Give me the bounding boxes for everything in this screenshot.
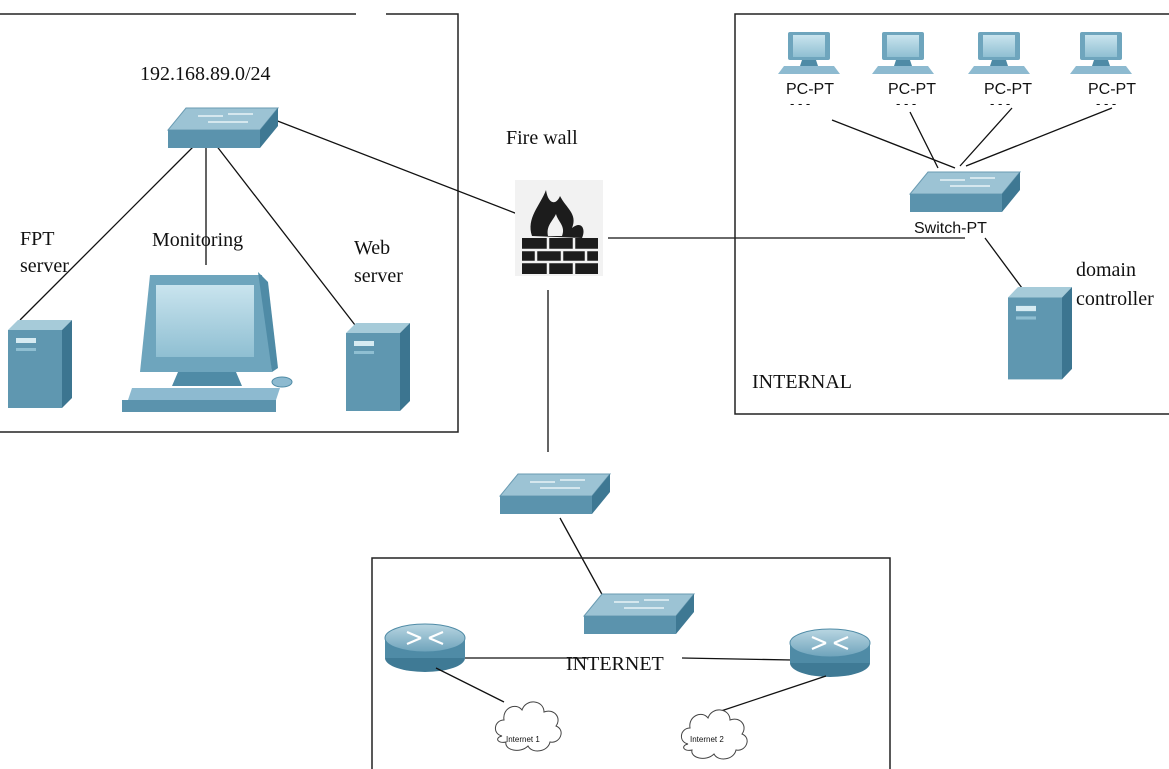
internal-pc-2-label: PC-PT <box>888 81 936 98</box>
link-switch-dc <box>984 237 1023 289</box>
web-server-icon[interactable] <box>346 323 410 411</box>
internal-switch-label: Switch-PT <box>914 220 987 237</box>
internal-pc-4-sublabel: - - - <box>1096 96 1116 111</box>
link-switch-router-right <box>681 657 793 661</box>
firewall-label: Fire wall <box>506 127 578 149</box>
internet-zone-label: INTERNET <box>566 653 664 675</box>
web-server-label-line1: Web <box>354 237 390 259</box>
dmz-zone-border <box>0 13 459 433</box>
internal-zone: INTERNAL PC-PT - - - PC-PT - - - PC-PT -… <box>734 13 1169 415</box>
link-router-right-cloud <box>717 675 827 713</box>
internet-cloud-1-label: Internet 1 <box>506 735 540 744</box>
ftp-server-icon[interactable] <box>8 320 72 408</box>
firewall-node: Fire wall <box>506 127 965 452</box>
ftp-server-label-line2: server <box>20 255 69 277</box>
link-router-left-cloud <box>435 667 505 703</box>
internal-pc-2-sublabel: - - - <box>896 96 916 111</box>
dmz-switch-icon[interactable] <box>167 107 279 149</box>
internal-pc-3-sublabel: - - - <box>990 96 1010 111</box>
ftp-server-label-line1: FPT <box>20 228 54 250</box>
domain-controller-icon[interactable] <box>1008 287 1072 380</box>
link-pc1-switch <box>831 119 956 169</box>
internal-pc-1-sublabel: - - - <box>790 96 810 111</box>
internet-switch-icon[interactable] <box>583 593 695 635</box>
monitoring-pc-icon[interactable] <box>122 272 293 412</box>
firewall-icon[interactable] <box>522 190 598 274</box>
dmz-subnet-label: 192.168.89.0/24 <box>140 63 271 85</box>
internal-zone-border <box>734 13 1169 415</box>
internal-pc-1-label: PC-PT <box>786 81 834 98</box>
link-pc3-switch <box>959 107 1013 167</box>
router-left-icon[interactable] <box>383 622 467 674</box>
internal-switch-icon[interactable] <box>909 171 1021 213</box>
link-pc4-switch <box>965 107 1113 167</box>
internal-zone-label: INTERNAL <box>752 371 852 393</box>
dmz-zone: 192.168.89.0/24 FPT server Monitoring We… <box>0 13 521 433</box>
domain-controller-label-line1: domain <box>1076 259 1136 281</box>
internal-pc-4-icon[interactable] <box>1070 32 1132 74</box>
internal-pc-4-label: PC-PT <box>1088 81 1136 98</box>
internal-pc-3-label: PC-PT <box>984 81 1032 98</box>
internal-pc-2-icon[interactable] <box>872 32 934 74</box>
internal-pc-3-icon[interactable] <box>968 32 1030 74</box>
internet-zone: INTERNET Internet 1 Internet 2 <box>371 473 891 769</box>
link-switch-ftp <box>19 139 201 321</box>
monitoring-label: Monitoring <box>152 229 243 251</box>
internet-cloud-2-label: Internet 2 <box>690 735 724 744</box>
link-switch-web <box>211 139 356 326</box>
router-right-icon[interactable] <box>788 627 872 679</box>
link-pc2-switch <box>909 111 939 169</box>
link-dmz-firewall <box>274 119 521 216</box>
web-server-label-line2: server <box>354 265 403 287</box>
internal-pc-1-icon[interactable] <box>778 32 840 74</box>
internet-zone-border <box>371 557 891 769</box>
edge-switch-icon[interactable] <box>499 473 611 515</box>
domain-controller-label-line2: controller <box>1076 288 1154 310</box>
